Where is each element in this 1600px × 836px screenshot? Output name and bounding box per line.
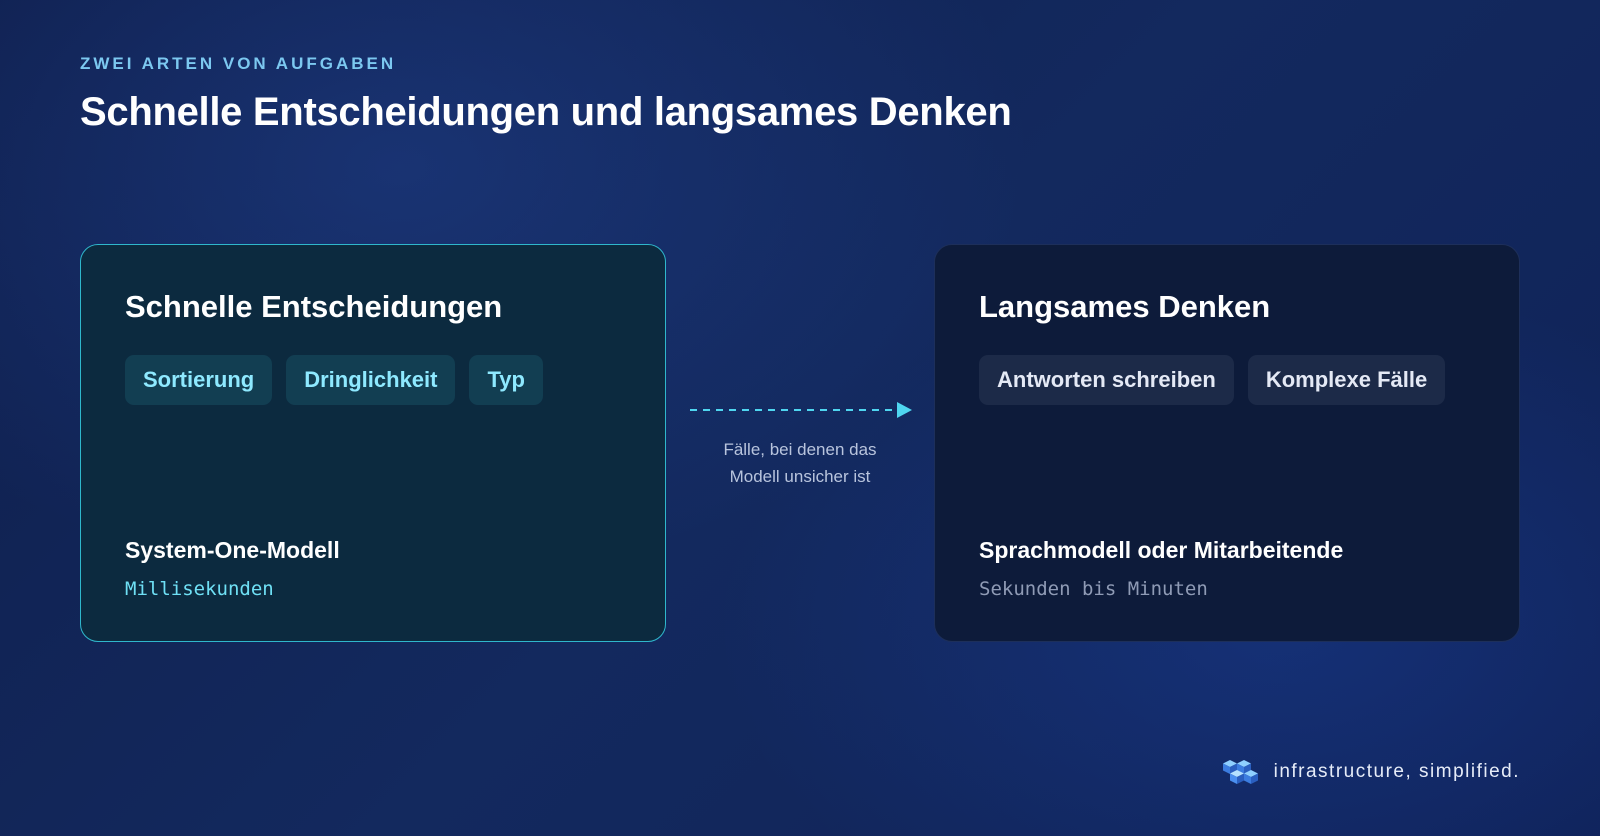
fast-chip-list: Sortierung Dringlichkeit Typ [125,355,543,405]
slow-chip-list: Antworten schreiben Komplexe Fälle [979,355,1446,405]
brand-footer: infrastructure, simplified. [1218,757,1520,787]
escalation-label-line-1: Fälle, bei denen das [723,440,877,459]
chip-komplexe-faelle: Komplexe Fälle [1247,355,1446,405]
escalation-label-line-2: Modell unsicher ist [729,467,871,486]
fast-time-label: Millisekunden [125,578,274,600]
slide-title: Schnelle Entscheidungen und langsames De… [80,90,1012,134]
slow-card-title: Langsames Denken [979,289,1271,324]
cubes-logo-icon [1222,760,1258,784]
slow-model-name: Sprachmodell oder Mitarbeitende [979,537,1344,563]
fast-card-title: Schnelle Entscheidungen [125,289,503,324]
chip-sortierung: Sortierung [125,355,273,405]
chip-antworten-schreiben: Antworten schreiben [979,355,1234,405]
brand-tagline: infrastructure, simplified. [1273,761,1520,782]
escalation-label: Fälle, bei denen das Modell unsicher ist [700,436,900,490]
slow-time-label: Sekunden bis Minuten [979,578,1208,600]
chip-typ: Typ [469,355,543,405]
chip-dringlichkeit: Dringlichkeit [286,355,456,405]
fast-model-name: System-One-Modell [125,537,340,563]
eyebrow-label: ZWEI ARTEN VON AUFGABEN [80,54,397,73]
slow-thinking-card: Langsames Denken Antworten schreiben Kom… [934,244,1520,642]
fast-decisions-card: Schnelle Entscheidungen Sortierung Dring… [80,244,666,642]
escalation-arrow-icon [690,402,912,418]
